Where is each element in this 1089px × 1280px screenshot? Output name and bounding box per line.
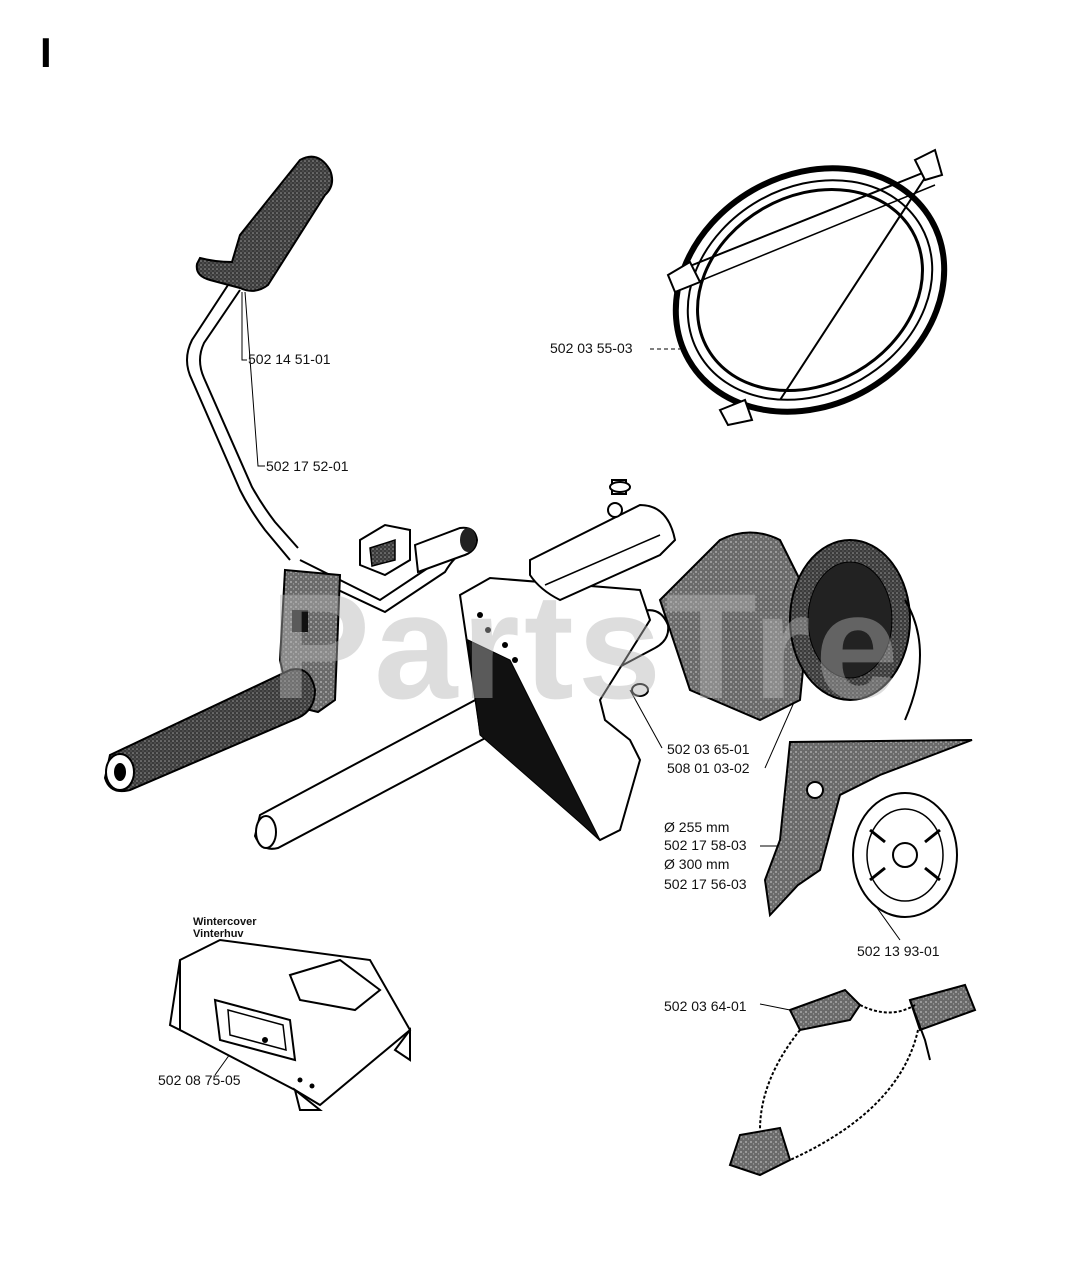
part-label-blade-255: 502 17 58-03 (664, 837, 747, 853)
shaft-cover (529, 479, 677, 602)
trimmer-head (631, 531, 921, 722)
section-letter: I (40, 29, 52, 76)
part-label-wintercover: 502 08 75-05 (158, 1072, 241, 1088)
handle-clamp (359, 523, 411, 577)
part-label-support-cup: 502 13 93-01 (857, 943, 940, 959)
watermark: PartsTre (270, 562, 903, 730)
part-label-blade-guard: 502 03 64-01 (664, 998, 747, 1014)
left-grip (103, 668, 317, 793)
wintercover-label-en: Wintercover (193, 916, 257, 928)
harness (666, 148, 948, 427)
blade (763, 739, 973, 918)
part-label-blade-300: 502 17 56-03 (664, 876, 747, 892)
part-label-blade-300-size: Ø 300 mm (664, 856, 730, 872)
part-label-guard-bolt: 502 03 65-01 (667, 741, 750, 757)
handle-grip (195, 155, 334, 292)
handle-tube-end (413, 526, 479, 574)
support-cup (852, 792, 958, 918)
blade-guard (728, 983, 977, 1177)
part-label-handle-bar: 502 17 52-01 (266, 458, 349, 474)
shaft-guard (458, 576, 652, 842)
part-label-trimmer-head: 508 01 03-02 (667, 760, 750, 776)
part-label-handle-grip: 502 14 51-01 (248, 351, 331, 367)
wintercover (168, 938, 412, 1111)
part-label-blade-255-size: Ø 255 mm (664, 819, 730, 835)
part-label-harness: 502 03 55-03 (550, 340, 633, 356)
wintercover-label-sv: Vinterhuv (193, 928, 244, 940)
